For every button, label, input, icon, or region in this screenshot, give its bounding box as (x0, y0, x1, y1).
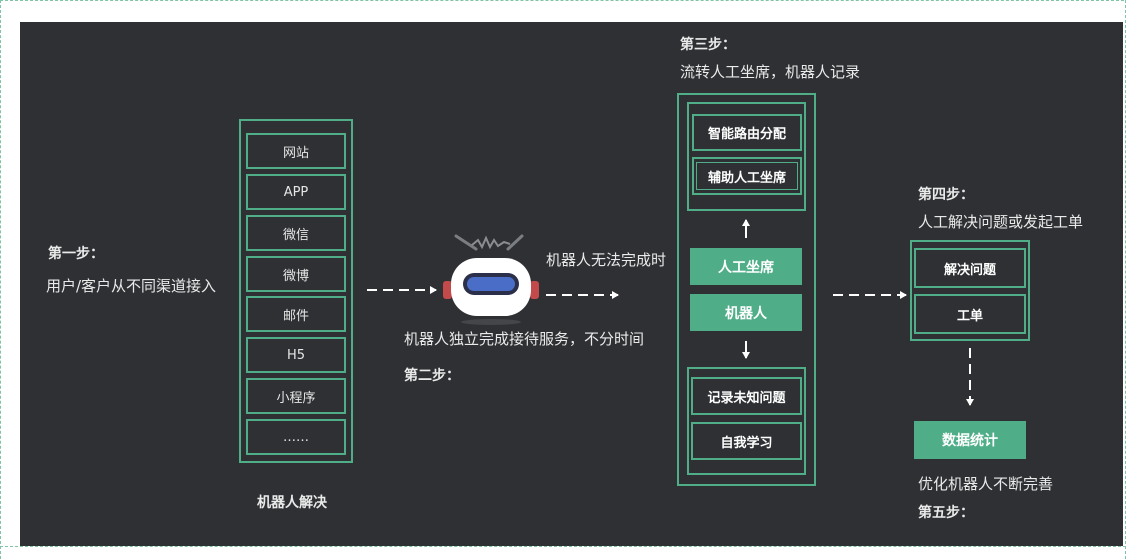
channel-email: 邮件 (246, 296, 346, 332)
smart-routing-box: 智能路由分配 (692, 114, 802, 151)
step5-desc: 优化机器人不断完善 (918, 475, 1054, 493)
assist-agent-inner-border (696, 162, 798, 190)
step4-container (910, 240, 1030, 341)
step1-desc: 用户/客户从不同渠道接入 (46, 277, 217, 295)
channels-caption: 机器人解决 (257, 495, 327, 511)
dashed-frame-left (0, 0, 19, 559)
channel-more: …… (246, 419, 346, 455)
step3-desc: 流转人工坐席，机器人记录 (680, 63, 861, 81)
channel-h5: H5 (246, 337, 346, 373)
step3-title: 第三步： (680, 37, 736, 53)
step4-title: 第四步： (918, 187, 974, 203)
channels-container (239, 119, 353, 463)
channel-weibo: 微博 (246, 256, 346, 292)
record-unknown-box: 记录未知问题 (691, 377, 802, 415)
self-learning-box: 自我学习 (691, 422, 802, 460)
channel-mini-program: 小程序 (246, 378, 346, 414)
channel-wechat: 微信 (246, 215, 346, 251)
human-agent-box: 人工坐席 (690, 248, 802, 285)
dashed-frame-bottom (0, 546, 1126, 548)
step3-bottom-group (687, 367, 806, 475)
step4-desc: 人工解决问题或发起工单 (918, 213, 1084, 231)
step2-title: 第二步： (404, 368, 460, 384)
step2-desc: 机器人独立完成接待服务，不分时间 (404, 330, 645, 348)
solve-problem-box: 解决问题 (914, 248, 1026, 288)
assist-agent-box: 辅助人工坐席 (692, 157, 802, 195)
robot-box: 机器人 (690, 294, 802, 331)
robot-fail-label: 机器人无法完成时 (546, 251, 667, 269)
channel-website: 网站 (246, 133, 346, 169)
robot-icon (443, 234, 539, 325)
step1-title: 第一步： (48, 246, 104, 262)
work-order-box: 工单 (914, 294, 1026, 334)
channel-app: APP (246, 174, 346, 210)
step5-title: 第五步： (918, 505, 974, 521)
step3-container (677, 93, 816, 486)
data-statistics-box: 数据统计 (914, 421, 1026, 459)
step3-top-group (687, 102, 806, 211)
dashed-frame-top (0, 0, 1124, 21)
